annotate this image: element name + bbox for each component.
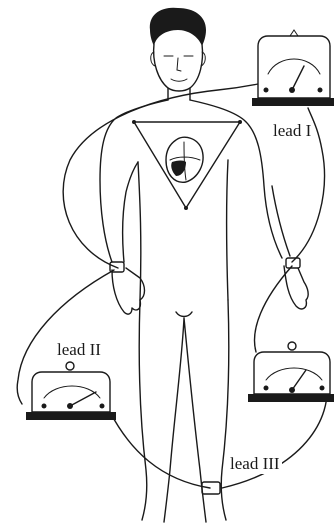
crotch <box>176 312 192 317</box>
electrode-left-ankle <box>202 482 220 494</box>
arm-left-inner <box>272 186 290 256</box>
meter-3-knob <box>288 342 296 350</box>
mouth <box>171 79 187 81</box>
lead-wires <box>17 84 327 488</box>
meter-3-terminal-left <box>264 386 269 391</box>
lead-1-label: lead I <box>271 121 313 141</box>
einthoven-triangle <box>134 122 240 208</box>
legs <box>139 300 229 522</box>
meter-2-knob <box>66 362 74 370</box>
meter-2-pivot <box>67 403 73 409</box>
arm-right-inner <box>123 162 138 262</box>
triangle-vertex-marker-3 <box>184 206 188 210</box>
lead-2-label: lead II <box>55 340 103 360</box>
heart-chamber-shade <box>171 161 186 177</box>
meter-1-pivot <box>289 87 295 93</box>
meter-lead-3 <box>248 342 334 402</box>
torso-sides <box>138 160 228 300</box>
meter-2-terminal-right <box>100 404 105 409</box>
meter-3-terminal-right <box>320 386 325 391</box>
face <box>154 44 203 91</box>
heart-chamber-lines <box>170 142 200 180</box>
nose <box>177 58 181 71</box>
meter-1-terminal-right <box>318 88 323 93</box>
lead-3-label: lead III <box>228 454 282 474</box>
triangle-vertex-marker-1 <box>132 120 136 124</box>
electrode-left-wrist <box>286 258 300 268</box>
meter-1-terminal-left <box>264 88 269 93</box>
meter-1-knob <box>290 30 298 36</box>
meter-lead-2 <box>26 362 116 420</box>
meter-2-terminal-left <box>42 404 47 409</box>
meter-2-base <box>26 412 116 420</box>
meter-1-base <box>252 98 334 106</box>
hand-left <box>284 266 308 309</box>
hair <box>150 8 206 46</box>
meter-3-pivot <box>289 387 295 393</box>
triangle-vertex-marker-2 <box>238 120 242 124</box>
meter-3-base <box>248 394 334 402</box>
einthoven-triangle-group <box>132 120 242 210</box>
meter-lead-1 <box>252 30 334 106</box>
body-outline <box>100 100 282 262</box>
